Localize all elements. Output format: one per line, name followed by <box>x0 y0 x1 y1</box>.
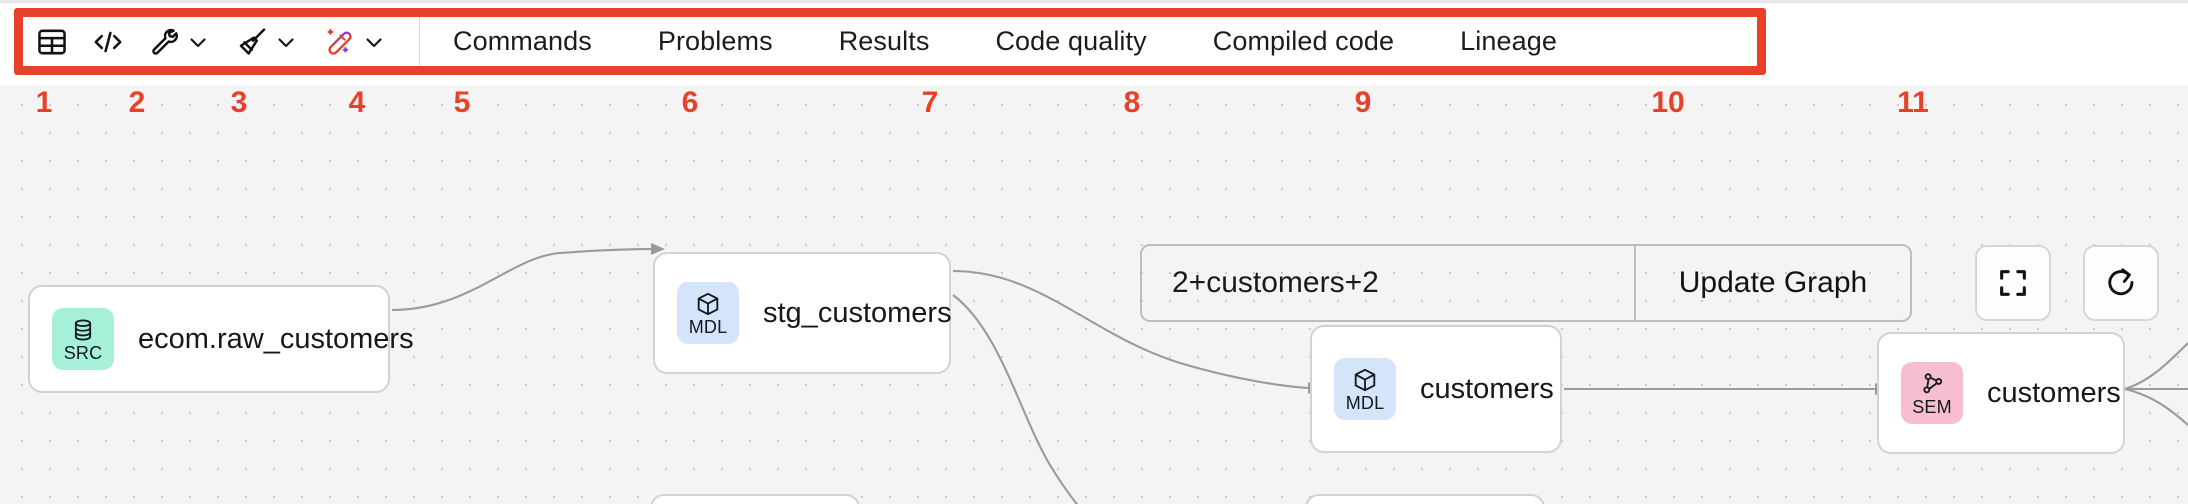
callout-number-4: 4 <box>348 86 366 119</box>
window-top-divider <box>0 0 2188 3</box>
tab-commands[interactable]: Commands <box>453 26 592 56</box>
editor-toolbar: Commands Problems Results Code quality C… <box>23 17 1757 66</box>
table-icon <box>35 25 69 59</box>
tab-lineage[interactable]: Lineage <box>1460 26 1557 56</box>
node-badge-mdl: MDL <box>677 282 739 344</box>
magic-wand-icon <box>323 25 357 59</box>
fit-view-icon <box>1996 266 2030 300</box>
lineage-canvas[interactable]: Update Graph <box>0 85 2188 504</box>
code-icon-button[interactable] <box>91 20 125 64</box>
callout-number-5: 5 <box>453 86 471 119</box>
tab-problems[interactable]: Problems <box>657 26 773 56</box>
lineage-node-mdl-customers[interactable]: MDL customers <box>1310 325 1562 453</box>
callout-number-6: 6 <box>681 86 699 119</box>
wrench-icon <box>147 25 181 59</box>
update-graph-button[interactable]: Update Graph <box>1678 266 1868 299</box>
lineage-search-group: Update Graph <box>1140 244 1912 322</box>
node-badge-mdl: MDL <box>1334 358 1396 420</box>
semantic-graph-icon <box>1919 371 1945 397</box>
lineage-node-partial-left[interactable] <box>650 494 860 504</box>
callout-number-9: 9 <box>1354 86 1372 119</box>
toolbar-region: Commands Problems Results Code quality C… <box>0 0 2188 85</box>
callout-number-10: 10 <box>1651 86 1685 119</box>
cube-icon <box>695 291 721 317</box>
toolbar-icon-group <box>23 17 420 66</box>
node-badge-label: MDL <box>1345 392 1385 413</box>
tab-code-quality[interactable]: Code quality <box>995 26 1147 56</box>
node-label: ecom.raw_customers <box>138 322 414 355</box>
toolbar-divider <box>419 17 420 66</box>
refresh-graph-button[interactable] <box>2083 245 2159 321</box>
lineage-node-sem-customers[interactable]: SEM customers <box>1877 332 2125 454</box>
broom-icon <box>235 25 269 59</box>
node-badge-label: MDL <box>688 316 728 337</box>
callout-number-1: 1 <box>35 86 53 119</box>
lineage-node-partial-right[interactable] <box>1305 494 1545 504</box>
database-icon <box>70 317 96 343</box>
lineage-search-input[interactable] <box>1142 246 1636 320</box>
fit-view-button[interactable] <box>1975 245 2051 321</box>
node-badge-label: SRC <box>63 342 103 363</box>
node-badge-label: SEM <box>1912 396 1952 417</box>
broom-icon-button[interactable] <box>235 20 301 64</box>
node-badge-src: SRC <box>52 308 114 370</box>
node-badge-sem: SEM <box>1901 362 1963 424</box>
magic-wand-icon-button[interactable] <box>323 20 389 64</box>
chevron-down-icon[interactable] <box>271 25 301 59</box>
callout-number-7: 7 <box>921 86 939 119</box>
toolbar-tabs: Commands Problems Results Code quality C… <box>420 17 1590 66</box>
cube-icon <box>1352 367 1378 393</box>
callout-number-3: 3 <box>230 86 248 119</box>
refresh-icon <box>2103 265 2139 301</box>
chevron-down-icon[interactable] <box>183 25 213 59</box>
callout-number-11: 11 <box>1897 86 1929 119</box>
node-label: stg_customers <box>763 296 952 329</box>
node-label: customers <box>1987 376 2121 409</box>
wrench-icon-button[interactable] <box>147 20 213 64</box>
callout-number-8: 8 <box>1123 86 1141 119</box>
callout-number-row: 1 2 3 4 5 6 7 8 9 10 11 <box>0 86 2188 120</box>
table-icon-button[interactable] <box>35 20 69 64</box>
lineage-node-src-ecom-raw-customers[interactable]: SRC ecom.raw_customers <box>28 285 414 393</box>
tab-compiled-code[interactable]: Compiled code <box>1212 26 1395 56</box>
callout-number-2: 2 <box>128 86 146 119</box>
tab-results[interactable]: Results <box>838 26 930 56</box>
chevron-down-icon[interactable] <box>359 25 389 59</box>
node-label: customers <box>1420 372 1554 405</box>
lineage-node-mdl-stg-customers[interactable]: MDL stg_customers <box>653 252 952 374</box>
code-icon <box>91 25 125 59</box>
